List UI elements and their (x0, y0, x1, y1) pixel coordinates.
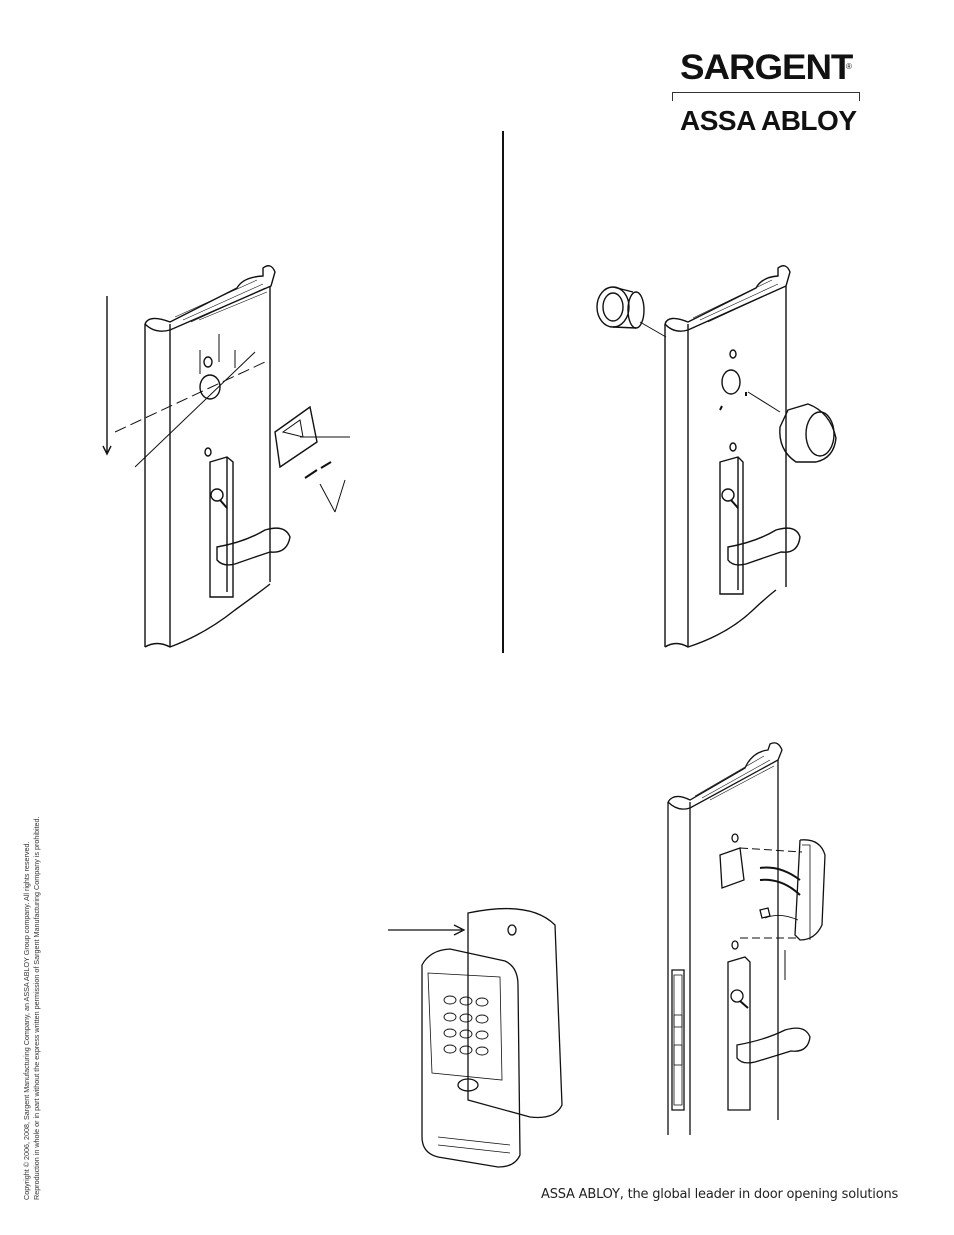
footer-tagline: ASSA ABLOY, the global leader in door op… (541, 1187, 899, 1202)
column-divider (502, 131, 504, 653)
brand-secondary: ASSA ABLOY (680, 105, 857, 136)
door-template-mounting-icon (102, 265, 350, 648)
brand-primary: SARGENT (680, 48, 853, 87)
cylinder-bushing-icon (596, 265, 837, 648)
keypad-trim-gasket-icon (388, 907, 563, 1168)
sargent-logo: SARGENT ® ASSA ABLOY (668, 48, 863, 143)
trim-cable-assembly-icon (667, 742, 826, 1135)
copyright-line-1: Copyright © 2006, 2008, Sargent Manufact… (22, 841, 31, 1200)
logo-bracket (672, 92, 860, 101)
registered-mark: ® (846, 62, 852, 71)
copyright-notice: Copyright © 2006, 2008, Sargent Manufact… (22, 780, 41, 1200)
copyright-line-2: Reproduction in whole or in part without… (31, 816, 41, 1200)
